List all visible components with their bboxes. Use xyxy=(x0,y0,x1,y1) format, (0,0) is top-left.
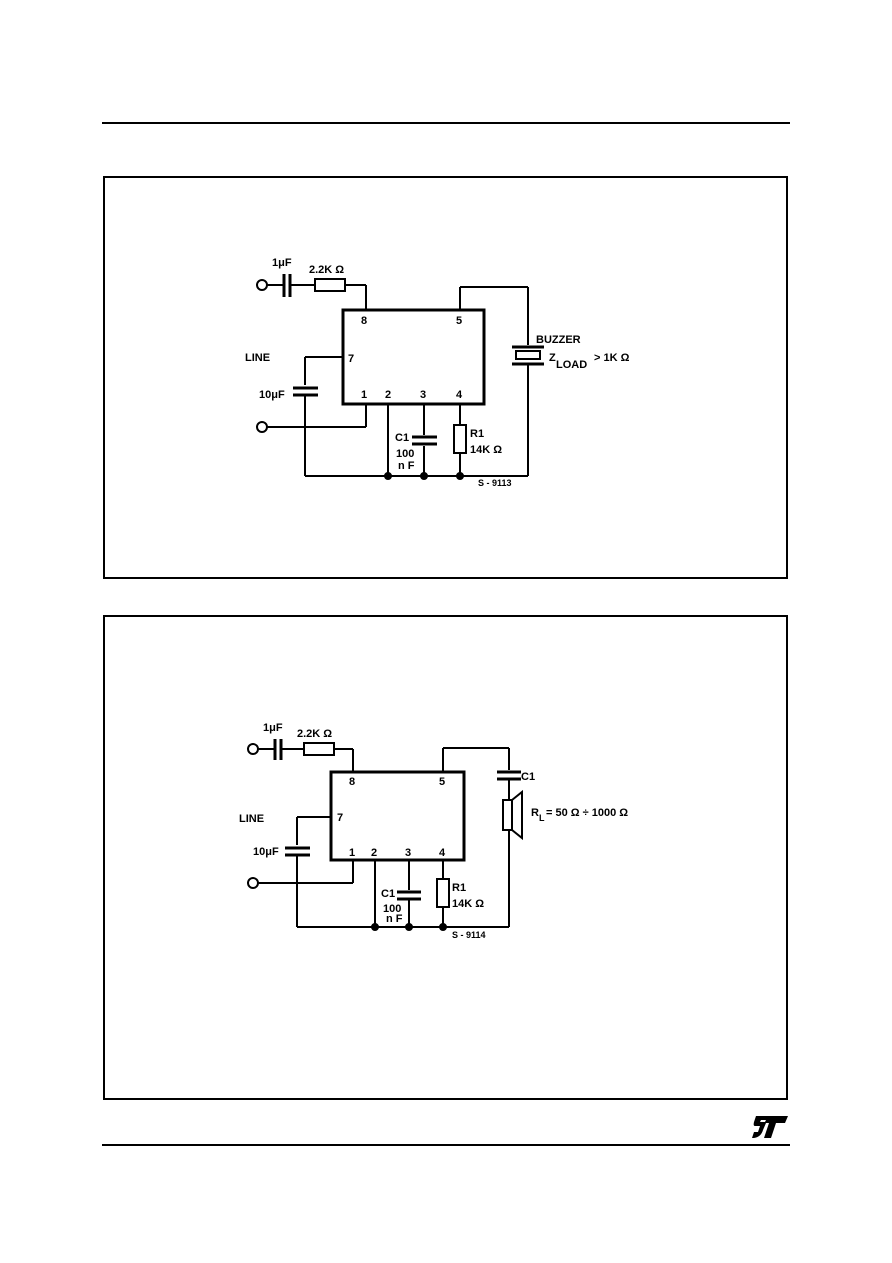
pin-4-label: 4 xyxy=(439,847,446,859)
zload-value-label: > 1K Ω xyxy=(594,352,630,364)
pin-1-label: 1 xyxy=(349,847,355,859)
zload-sub-label: LOAD xyxy=(556,359,587,371)
r1-resistor xyxy=(436,878,450,908)
rl-r-label: R xyxy=(531,807,539,819)
speaker-cone xyxy=(511,789,523,841)
cap-in-label: 1μF xyxy=(263,722,283,734)
buzzer-label: BUZZER xyxy=(536,334,581,346)
input-resistor xyxy=(314,278,346,292)
cap-line-label: 10μF xyxy=(259,389,285,401)
cap-in-label: 1μF xyxy=(272,257,292,269)
pin-2-label: 2 xyxy=(385,389,391,401)
r1-value: 14K Ω xyxy=(470,444,502,456)
figure-2-text: 1μF 2.2K Ω 8 5 7 1 2 3 4 LINE 10μF C1 R … xyxy=(239,722,628,940)
footer-rule xyxy=(102,1144,790,1146)
pin-4-label: 4 xyxy=(456,389,463,401)
pin-8-label: 8 xyxy=(349,776,355,788)
figure-1-frame xyxy=(103,176,788,579)
c1-value-1: 100 xyxy=(396,448,414,460)
pin-5-label: 5 xyxy=(456,315,462,327)
line-label: LINE xyxy=(245,352,270,364)
r1-resistor xyxy=(453,424,467,454)
pin-7-label: 7 xyxy=(337,812,343,824)
rl-sub-label: L xyxy=(539,813,545,823)
res-in-label: 2.2K Ω xyxy=(309,264,344,276)
figure-1-text: 1μF 2.2K Ω 8 5 7 1 2 3 4 LINE 10μF BUZZE… xyxy=(245,257,630,488)
c1-value-1: 100 xyxy=(383,903,401,915)
st-logo xyxy=(752,1116,788,1138)
figure-2-ref: S - 9114 xyxy=(452,930,486,940)
r1-label: R1 xyxy=(470,428,484,440)
c1-label: C1 xyxy=(395,432,409,444)
input-terminal xyxy=(256,279,268,291)
pin-2-label: 2 xyxy=(371,847,377,859)
c1-value-2: n F xyxy=(386,913,403,925)
input-terminal xyxy=(247,743,259,755)
line-terminal xyxy=(256,421,268,433)
figure-1-schematic xyxy=(256,274,544,480)
pin-8-label: 8 xyxy=(361,315,367,327)
figure-2-frame xyxy=(103,615,788,1100)
line-label: LINE xyxy=(239,813,264,825)
pin-3-label: 3 xyxy=(405,847,411,859)
buzzer-symbol xyxy=(515,350,541,360)
c1-value-2: n F xyxy=(398,460,415,472)
pin-5-label: 5 xyxy=(439,776,445,788)
zload-z-label: Z xyxy=(549,352,556,364)
r1-value: 14K Ω xyxy=(452,898,484,910)
figure-1-ref: S - 9113 xyxy=(478,478,512,488)
res-in-label: 2.2K Ω xyxy=(297,728,332,740)
line-terminal xyxy=(247,877,259,889)
c1-label: C1 xyxy=(381,888,395,900)
rl-value-label: = 50 Ω ÷ 1000 Ω xyxy=(546,807,628,819)
pin-3-label: 3 xyxy=(420,389,426,401)
header-rule xyxy=(102,122,790,124)
figure-2-schematic xyxy=(247,739,523,931)
pin-7-label: 7 xyxy=(348,353,354,365)
pin-1-label: 1 xyxy=(361,389,367,401)
cap-line-label: 10μF xyxy=(253,846,279,858)
speaker-symbol xyxy=(502,799,513,831)
c1-out-label: C1 xyxy=(521,771,535,783)
input-resistor xyxy=(303,742,335,756)
r1-label: R1 xyxy=(452,882,466,894)
